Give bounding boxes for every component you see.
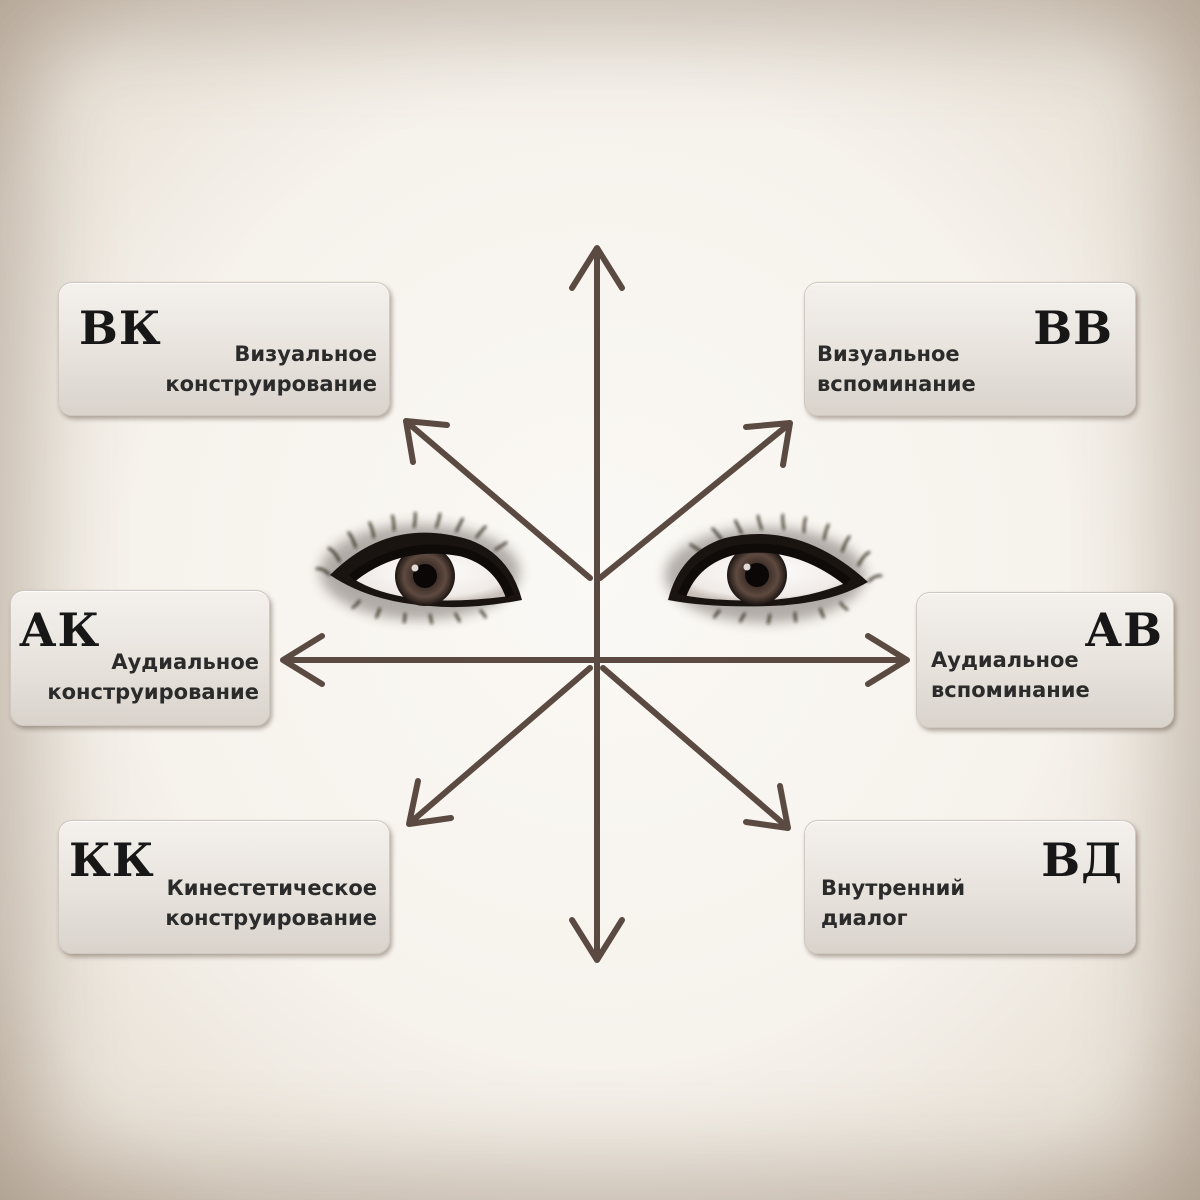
arrow-up-left [403,418,593,581]
box-label: Кинестетическое конструирование [165,873,377,933]
left-eye-icon [315,511,522,625]
box-label-line1: Визуальное [234,342,377,366]
box-label-line2: вспоминание [931,678,1090,702]
arrow-left [280,633,600,687]
box-label-line2: конструирование [165,372,377,396]
box-code: ВК [79,301,162,355]
box-auditory-construction: АК Аудиальное конструирование [10,590,270,726]
box-label: Визуальное конструирование [165,339,377,399]
box-code: КК [69,833,155,887]
arrow-up-right [597,420,793,581]
arrows [280,245,910,963]
box-kinesthetic-construction: КК Кинестетическое конструирование [58,820,390,954]
box-label-line1: Визуальное [817,342,960,366]
box-label-line2: конструирование [47,680,259,704]
box-code: АВ [1084,603,1163,657]
box-label: Внутренний диалог [821,873,965,933]
box-label-line1: Аудиальное [111,650,259,674]
box-code: ВВ [1033,301,1113,355]
arrow-right [594,633,910,687]
arrow-down [569,657,625,963]
box-label: Визуальное вспоминание [817,339,976,399]
box-code: ВД [1041,833,1123,887]
box-label: Аудиальное вспоминание [931,645,1090,705]
box-label-line2: конструирование [165,906,377,930]
box-visual-construction: ВК Визуальное конструирование [58,282,390,416]
box-internal-dialogue: ВД Внутренний диалог [804,820,1136,954]
arrow-down-left [406,665,593,827]
right-eye-icon [665,513,883,625]
box-code: АК [19,603,101,657]
box-label-line2: диалог [821,906,908,930]
box-auditory-recall: АВ Аудиальное вспоминание [916,592,1174,728]
arrow-down-right [600,665,791,831]
box-label-line1: Внутренний [821,876,966,900]
box-label-line1: Кинестетическое [166,876,377,900]
box-label-line2: вспоминание [817,372,976,396]
box-label: Аудиальное конструирование [47,647,259,707]
box-visual-recall: ВВ Визуальное вспоминание [804,282,1136,416]
box-label-line1: Аудиальное [931,648,1079,672]
arrow-up [569,245,625,668]
